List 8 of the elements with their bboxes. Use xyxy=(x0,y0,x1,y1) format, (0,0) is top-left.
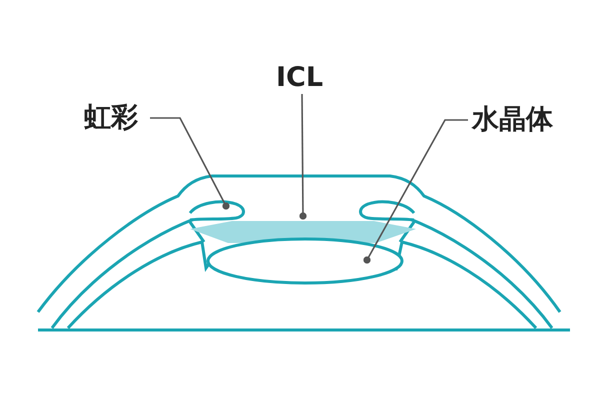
leader-line xyxy=(299,94,307,220)
crystalline-lens xyxy=(206,238,404,284)
iris-drawing xyxy=(188,200,416,222)
part-label: 水晶体 xyxy=(472,106,553,133)
part-label: 虹彩 xyxy=(84,104,138,131)
leader-line xyxy=(150,117,230,210)
leader-line xyxy=(363,119,468,264)
part-label: ICL xyxy=(276,64,324,91)
